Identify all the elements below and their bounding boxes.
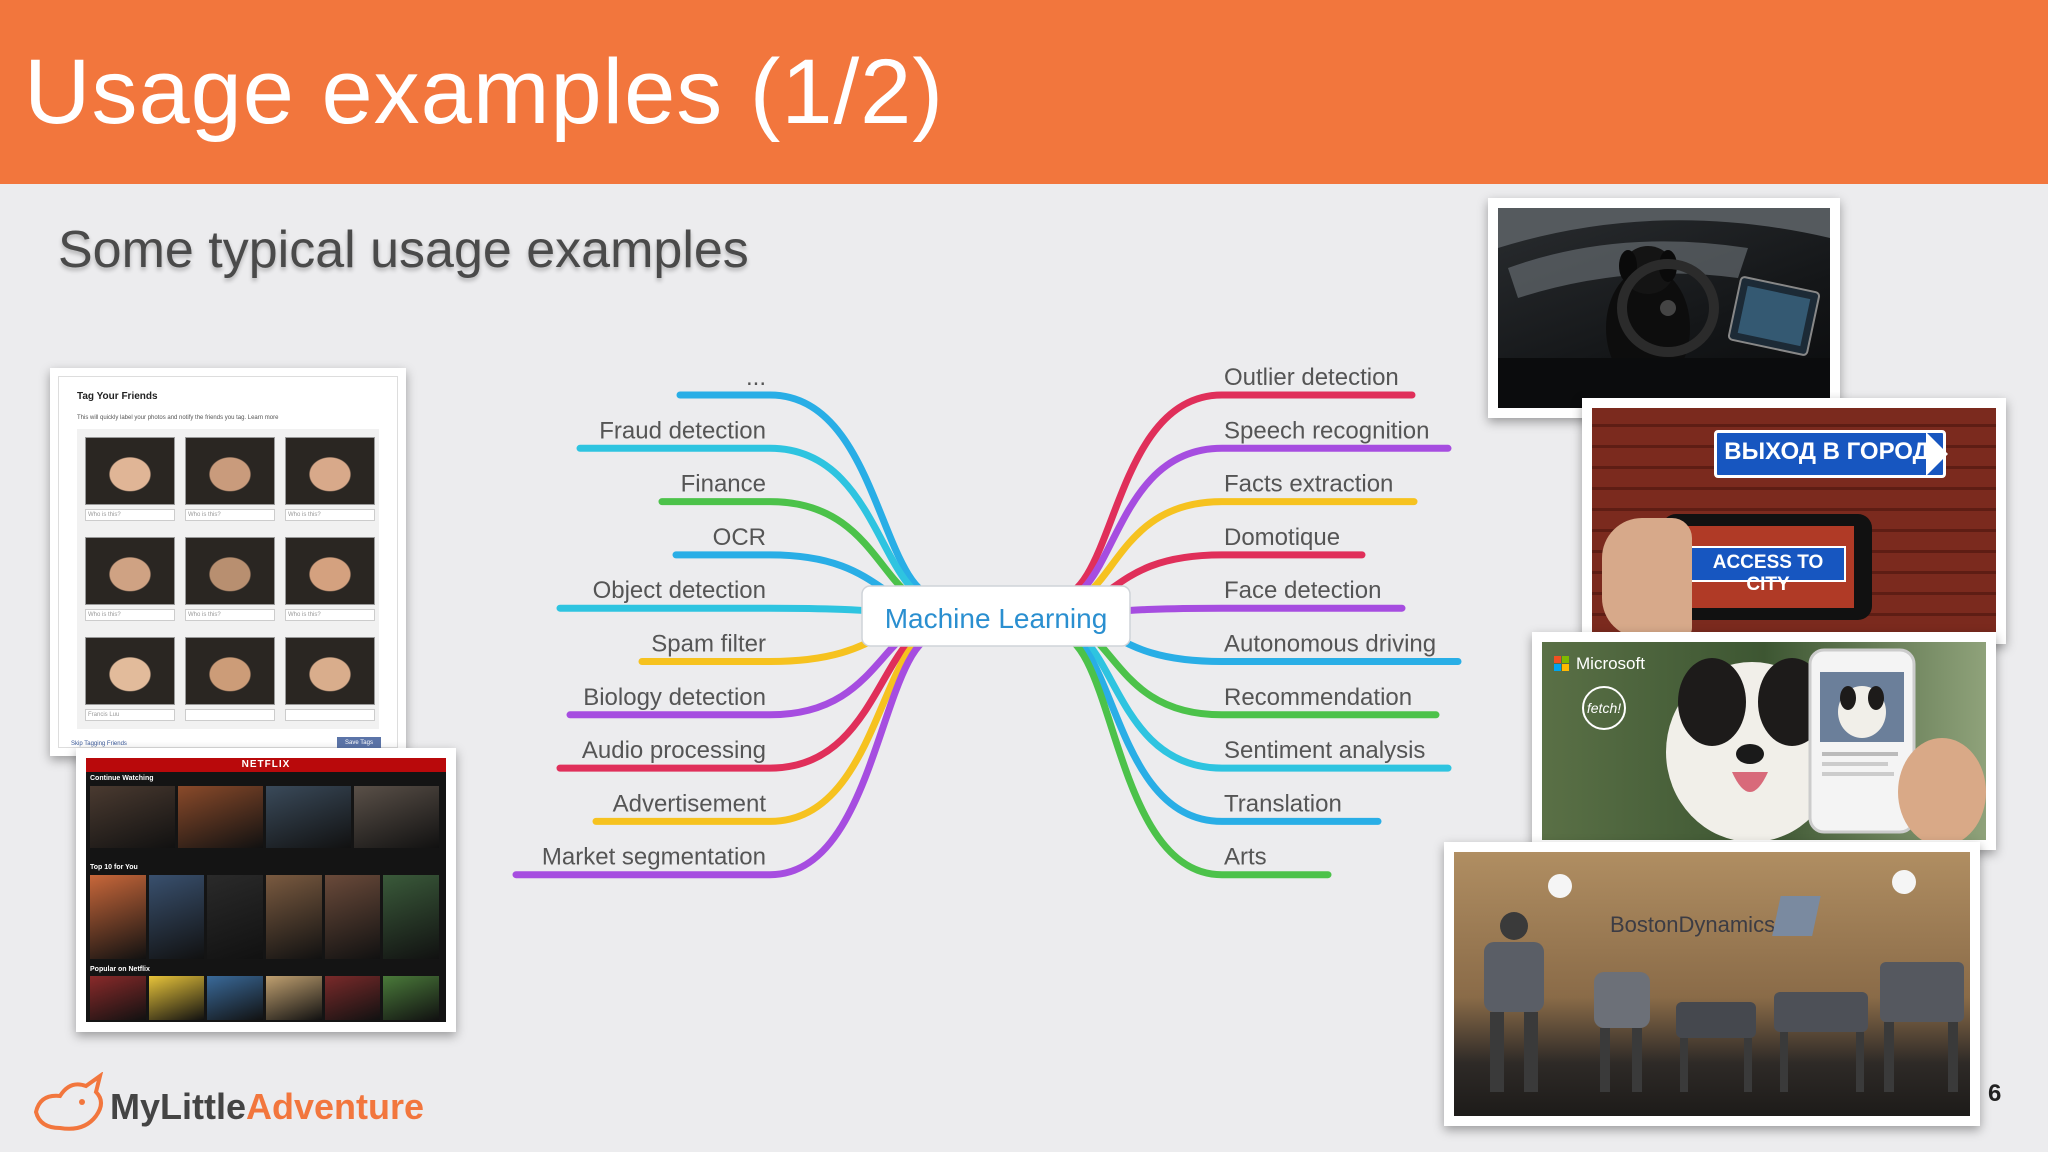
mind-map-node-left: Object detection xyxy=(593,577,766,604)
mind-map-branch-left xyxy=(512,630,944,879)
facebook-tag-field[interactable]: Who is this? xyxy=(185,509,275,521)
brand-wordmark: MyLittleAdventure xyxy=(110,1086,424,1128)
facebook-face-photo[interactable] xyxy=(185,437,275,505)
mind-map-node-left: ... xyxy=(746,364,766,391)
facebook-tag-field[interactable] xyxy=(185,709,275,721)
netflix-title-card[interactable] xyxy=(178,786,263,848)
mind-map-node-right: Sentiment analysis xyxy=(1224,737,1425,764)
robots-illustration xyxy=(1484,870,1964,1092)
netflix-title-card[interactable] xyxy=(383,976,439,1020)
mind-map-node-left: OCR xyxy=(713,524,766,551)
netflix-row-label: Popular on Netflix xyxy=(90,966,150,973)
brand-wordmark-part1: MyLittle xyxy=(110,1086,247,1127)
mind-map-node-right: Autonomous driving xyxy=(1224,631,1436,658)
microsoft-fetch-photo: Microsoft fetch! xyxy=(1532,632,1996,850)
mind-map-node-left: Spam filter xyxy=(651,631,766,658)
netflix-title-card[interactable] xyxy=(266,976,322,1020)
facebook-tag-field[interactable]: Who is this? xyxy=(285,609,375,621)
mind-map-node-left: Finance xyxy=(681,471,766,498)
facebook-tag-field[interactable] xyxy=(285,709,375,721)
facebook-face-photo[interactable] xyxy=(185,537,275,605)
mind-map-node-left: Market segmentation xyxy=(542,844,766,871)
page-number: 6 xyxy=(1988,1080,2002,1107)
netflix-title-card[interactable] xyxy=(207,976,263,1020)
facebook-title: Tag Your Friends xyxy=(77,391,158,402)
netflix-popular-row xyxy=(90,976,442,1020)
mind-map-node-right: Domotique xyxy=(1224,524,1340,551)
mind-map-center: Machine Learning xyxy=(861,585,1131,647)
facebook-skip-link[interactable]: Skip Tagging Friends xyxy=(71,741,127,747)
facebook-face-photo[interactable] xyxy=(285,537,375,605)
slide-header: Usage examples (1/2) xyxy=(0,0,2048,184)
mind-map-node-left: Biology detection xyxy=(583,684,766,711)
dog-in-car-illustration xyxy=(1498,208,1830,408)
dynamics-brand-part: Dynamics xyxy=(1678,912,1776,937)
netflix-continue-row xyxy=(90,786,442,848)
sign-russian-text: ВЫХОД В ГОРОД xyxy=(1724,438,1930,465)
facebook-tag-field[interactable]: Who is this? xyxy=(85,509,175,521)
boston-brand-part: Boston xyxy=(1610,912,1679,937)
netflix-title-card[interactable] xyxy=(266,875,322,959)
netflix-title-card[interactable] xyxy=(148,976,205,1020)
mind-map-node-right: Speech recognition xyxy=(1224,417,1429,444)
sign-english-text: ACCESS TO CITY xyxy=(1712,552,1824,595)
boston-dynamics-photo: BostonDynamics xyxy=(1444,842,1980,1126)
facebook-face-photo[interactable] xyxy=(85,437,175,505)
netflix-title-card[interactable] xyxy=(383,875,439,959)
facebook-description: This will quickly label your photos and … xyxy=(77,415,279,421)
slide-title: Usage examples (1/2) xyxy=(24,41,944,143)
facebook-save-button[interactable]: Save Tags xyxy=(337,737,381,749)
microsoft-logo-icon xyxy=(1554,656,1570,672)
mylittleadventure-logo-icon xyxy=(33,1072,104,1131)
facebook-face-photo[interactable] xyxy=(85,537,175,605)
netflix-title-card[interactable] xyxy=(90,786,175,848)
mind-map-branch-right xyxy=(1052,630,1332,879)
netflix-title-card[interactable] xyxy=(148,875,205,959)
facebook-face-photo[interactable] xyxy=(285,637,375,705)
mind-map-node-left: Audio processing xyxy=(582,737,766,764)
slide-subtitle: Some typical usage examples xyxy=(58,221,749,279)
facebook-tag-field[interactable]: Who is this? xyxy=(285,509,375,521)
mind-map-node-right: Outlier detection xyxy=(1224,364,1399,391)
facebook-face-photo[interactable] xyxy=(285,437,375,505)
facebook-tag-field[interactable]: Who is this? xyxy=(85,609,175,621)
facebook-face-photo[interactable] xyxy=(85,637,175,705)
brand-wordmark-part2: Adventure xyxy=(246,1086,425,1127)
facebook-face-grid: Who is this? Who is this? Who is this? Who … xyxy=(77,429,379,729)
facebook-tag-field[interactable]: Who is this? xyxy=(185,609,275,621)
facebook-tag-field[interactable]: Francis Luu xyxy=(85,709,175,721)
mind-map-node-left: Advertisement xyxy=(613,790,767,817)
netflix-title-card[interactable] xyxy=(207,875,263,959)
netflix-title-card[interactable] xyxy=(266,786,351,848)
mind-map-node-right: Face detection xyxy=(1224,577,1381,604)
mind-map-center-label: Machine Learning xyxy=(885,603,1108,634)
fetch-app-name: fetch! xyxy=(1582,686,1626,730)
facebook-face-photo[interactable] xyxy=(185,637,275,705)
netflix-photo: NETFLIX Continue Watching Top 10 for You… xyxy=(76,748,456,1032)
translation-sign-photo: ВЫХОД В ГОРОД ACCESS TO CITY xyxy=(1582,398,2006,644)
netflix-title-card[interactable] xyxy=(90,976,146,1020)
microsoft-brand: Microsoft xyxy=(1576,654,1645,673)
dog-illustration xyxy=(1666,648,1986,840)
facebook-tagging-photo: Tag Your Friends This will quickly label… xyxy=(50,368,406,756)
netflix-title-card[interactable] xyxy=(324,875,381,959)
boston-dynamics-brand: BostonDynamics xyxy=(1610,912,1775,938)
mind-map-node-right: Translation xyxy=(1224,790,1342,817)
dog-driving-photo xyxy=(1488,198,1840,418)
netflix-row-label: Continue Watching xyxy=(90,775,154,782)
netflix-title-card[interactable] xyxy=(324,976,381,1020)
mind-map-node-left: Fraud detection xyxy=(599,417,766,444)
mind-map-node-right: Recommendation xyxy=(1224,684,1412,711)
netflix-top10-row xyxy=(90,875,442,959)
netflix-title-card[interactable] xyxy=(354,786,439,848)
netflix-logo: NETFLIX xyxy=(241,759,291,770)
mind-map-node-right: Arts xyxy=(1224,844,1267,871)
netflix-row-label: Top 10 for You xyxy=(90,864,138,871)
netflix-title-card[interactable] xyxy=(90,875,146,959)
mind-map-node-right: Facts extraction xyxy=(1224,471,1393,498)
